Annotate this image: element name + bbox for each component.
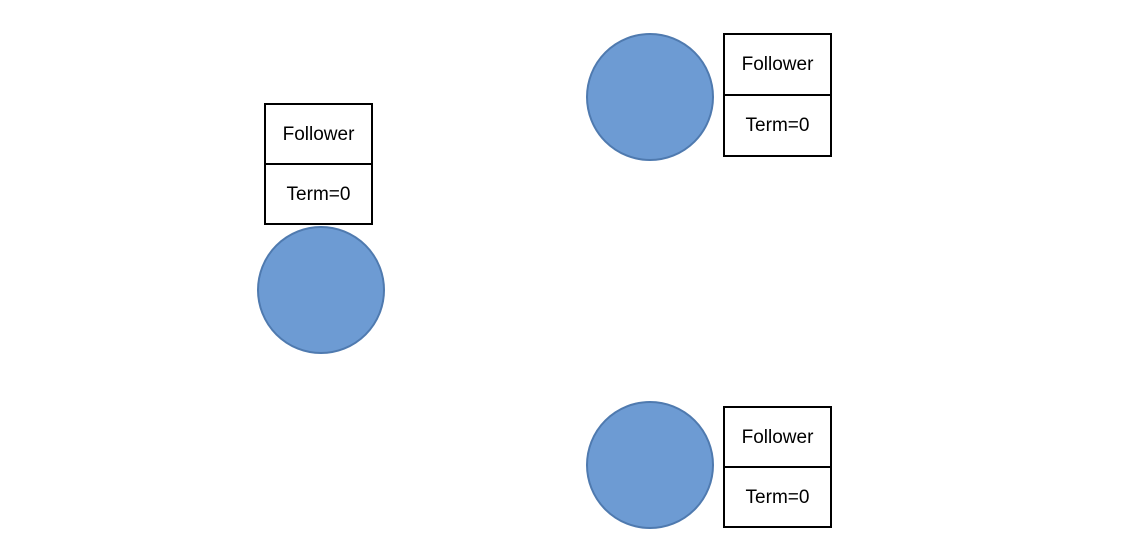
state-label: Follower	[725, 35, 830, 96]
state-table: Follower Term=0	[723, 406, 832, 528]
server-node-circle	[586, 33, 714, 161]
server-node-circle	[586, 401, 714, 529]
server-node-circle	[257, 226, 385, 354]
state-table: Follower Term=0	[723, 33, 832, 157]
state-table: Follower Term=0	[264, 103, 373, 225]
term-label: Term=0	[745, 115, 810, 136]
state-label: Follower	[266, 105, 371, 165]
state-label: Follower	[725, 408, 830, 468]
term-label: Term=0	[745, 486, 810, 508]
term-label: Term=0	[286, 183, 351, 205]
